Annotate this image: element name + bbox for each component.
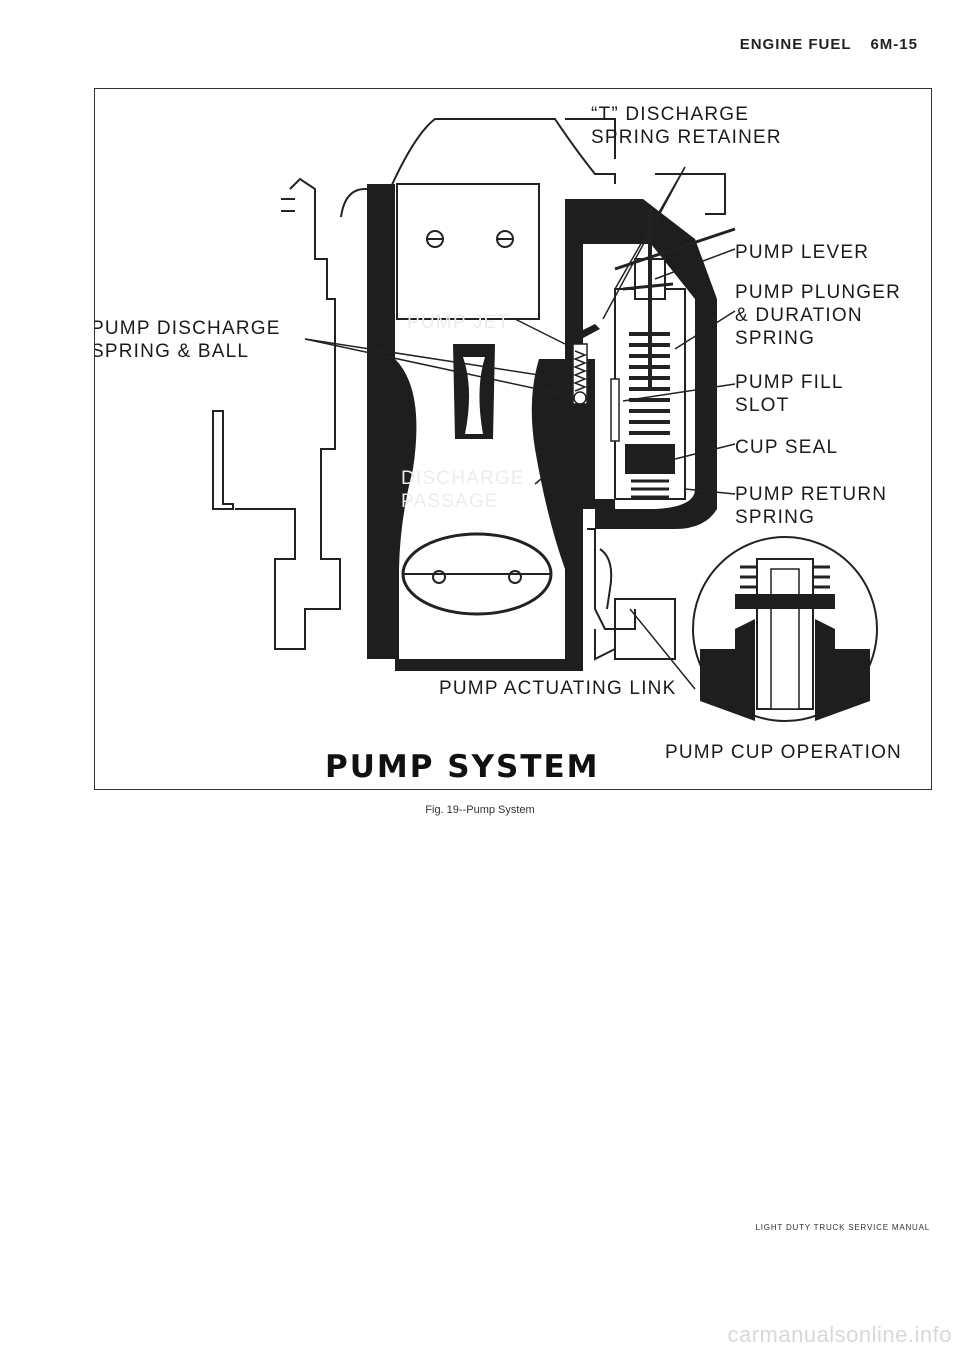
callout-pump-return-spring: PUMP RETURN SPRING (735, 484, 888, 528)
callout-pump-lever: PUMP LEVER (735, 242, 870, 263)
figure-caption: Fig. 19--Pump System (425, 804, 535, 816)
section-title: ENGINE FUEL (739, 36, 852, 53)
callout-cup-seal: CUP SEAL (735, 437, 839, 458)
page-number: 6M-15 (870, 36, 918, 53)
callout-pump-actuating-link: PUMP ACTUATING LINK (439, 678, 677, 699)
manual-footer: LIGHT DUTY TRUCK SERVICE MANUAL (755, 1223, 930, 1232)
inset-label-pump-cup-operation: PUMP CUP OPERATION (665, 742, 902, 763)
callout-pump-discharge-ball: PUMP DISCHARGE SPRING & BALL (94, 318, 281, 362)
watermark: carmanualsonline.info (727, 1322, 952, 1347)
pump-system-figure: “T” DISCHARGE SPRING RETAINER PUMP LEVER… (94, 88, 932, 790)
callout-pump-jet: PUMP JET (407, 312, 511, 333)
callout-pump-plunger: PUMP PLUNGER & DURATION SPRING (735, 282, 902, 349)
callout-discharge-passage: DISCHARGE PASSAGE (401, 468, 525, 512)
carburetor-cutaway-drawing (212, 118, 878, 722)
diagram-title: PUMP SYSTEM (325, 749, 600, 785)
callout-pump-fill-slot: PUMP FILL SLOT (735, 372, 844, 416)
callout-t-discharge-retainer: “T” DISCHARGE SPRING RETAINER (591, 104, 782, 148)
page-header: ENGINE FUEL 6M-15 (740, 36, 918, 53)
